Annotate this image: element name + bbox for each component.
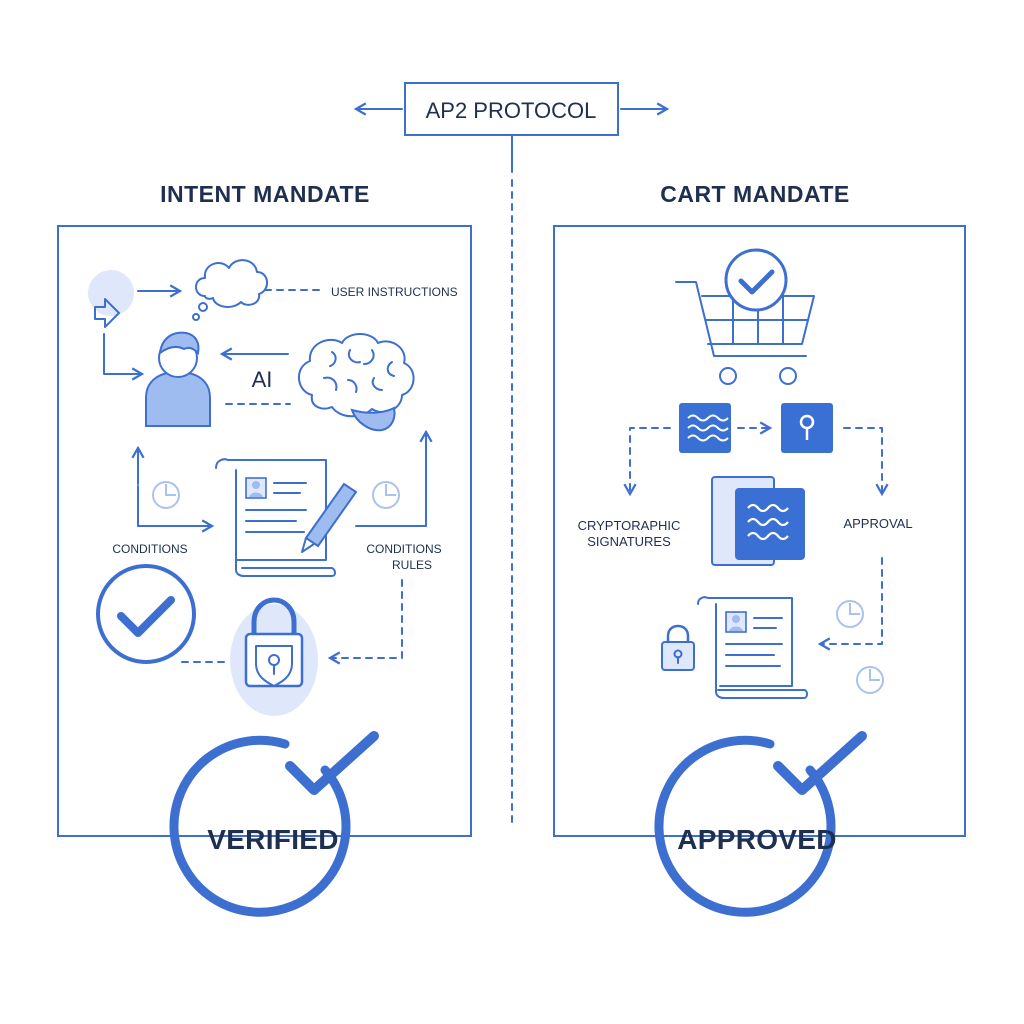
cart-mandate-title: CART MANDATE [660,181,850,207]
conditions-rules-label: CONDITIONS [366,542,441,556]
receipt-document-icon [697,596,808,699]
conditions-label: CONDITIONS [112,542,187,556]
intent-panel-frame [57,225,472,837]
protocol-title-box [404,82,619,136]
approved-badge: APPROVED [654,731,867,917]
ai-label: AI [252,367,273,392]
clock-icon [372,481,400,509]
verified-label: VERIFIED [207,824,339,855]
approval-label: APPROVAL [843,516,912,531]
cryptographic-signatures-label: SIGNATURES [587,534,671,549]
pen-icon [301,482,358,553]
intent-mandate-title: INTENT MANDATE [160,181,370,207]
protocol-title: AP2 PROTOCOL [426,98,597,123]
cart-panel-frame [553,225,966,837]
brain-icon [298,333,415,432]
check-circle-icon [96,564,196,664]
protocol-header: AP2 PROTOCOL [353,82,670,826]
cryptographic-signatures-label: CRYPTORAPHIC [578,518,681,533]
stacked-documents-icon [711,476,805,566]
intent-mandate-panel: INTENT MANDATE USER INSTRUCTIONS AI [57,181,472,837]
signature-tile-icon [679,403,731,453]
approved-label: APPROVED [677,824,837,855]
user-instructions-label: USER INSTRUCTIONS [331,285,458,299]
key-tile-icon [781,403,833,453]
thought-cloud-icon [192,259,268,321]
lock-icon [661,624,695,671]
check-circle-icon [724,248,788,312]
lock-shield-icon [230,597,318,716]
verified-badge: VERIFIED [169,731,379,917]
cart-mandate-panel: CART MANDATE [553,181,966,837]
input-arrow-icon [88,270,134,328]
contract-document-icon [215,458,336,577]
conditions-rules-label: RULES [392,558,432,572]
clock-icon [836,600,864,628]
clock-icon [152,481,180,509]
clock-icon [856,666,884,694]
user-icon [145,331,211,427]
